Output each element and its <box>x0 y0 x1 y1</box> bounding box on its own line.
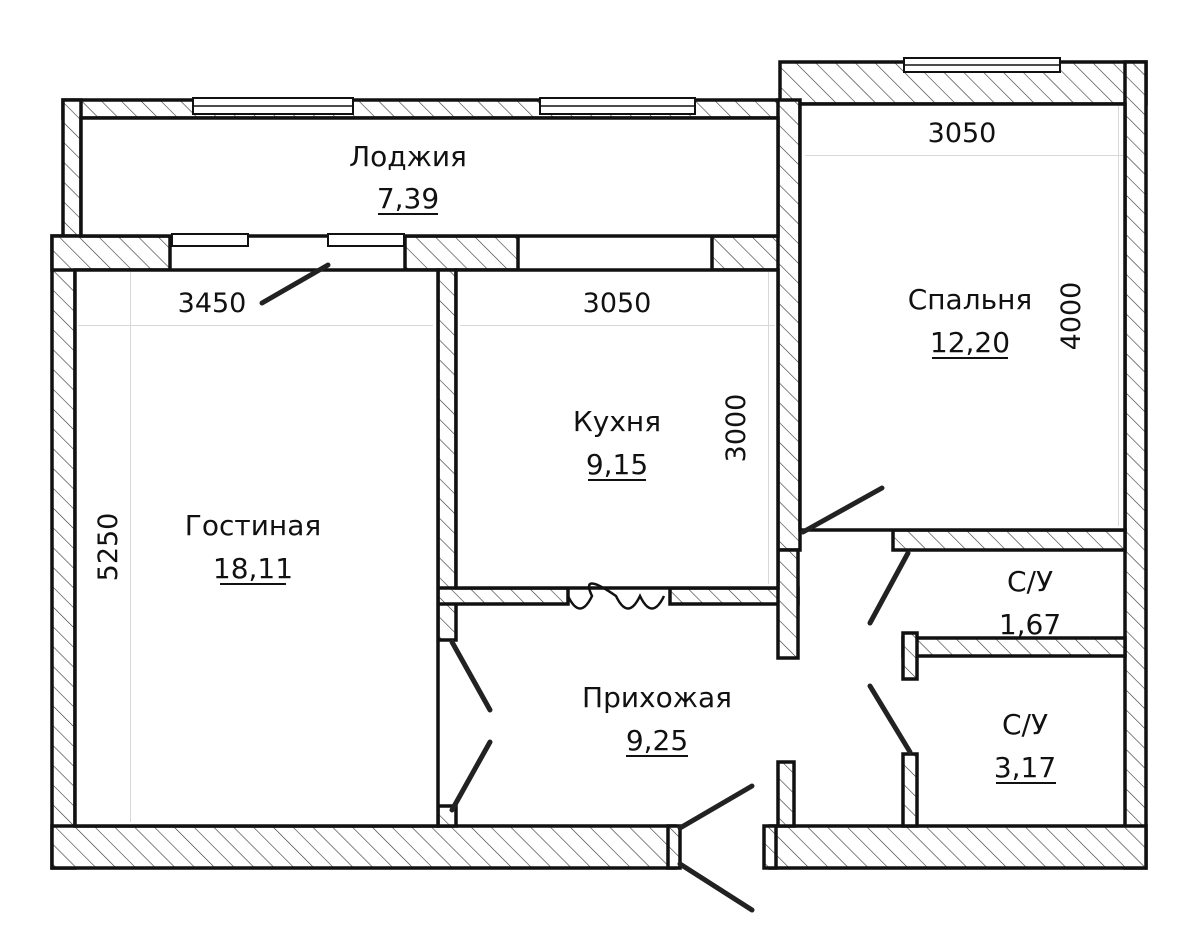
dimension-guides <box>78 106 1123 822</box>
wc1-area: 1,67 <box>999 608 1061 641</box>
hall-name: Прихожая <box>582 681 732 714</box>
dim-bedroom-width: 3050 <box>928 118 997 149</box>
room-labels: Лоджия 7,39 Спальня 12,20 Кухня 9,15 Гос… <box>185 140 1061 784</box>
loggia-area: 7,39 <box>377 182 439 215</box>
dim-bedroom-depth: 4000 <box>1056 282 1087 351</box>
guide-living-top <box>78 325 433 326</box>
window-kitchen <box>327 233 405 247</box>
wc2-name: С/У <box>1002 708 1048 741</box>
bedroom-interior <box>798 102 1127 532</box>
wall-loggia-bottom-left <box>50 234 172 272</box>
living-name: Гостиная <box>185 509 321 542</box>
guide-kitchen-side <box>768 272 769 584</box>
kitchen-interior <box>454 268 780 590</box>
wall-hall-stub <box>776 760 796 828</box>
loggia-name: Лоджия <box>349 140 467 173</box>
dim-kitchen-depth: 3000 <box>721 394 752 463</box>
door-living-upper <box>449 639 493 713</box>
kitchen-name: Кухня <box>573 405 661 438</box>
hall-area: 9,25 <box>626 724 688 757</box>
wall-loggia-bedroom <box>776 98 802 552</box>
living-area: 18,11 <box>213 552 293 585</box>
wall-kitchen-bottom-left <box>436 586 570 606</box>
window-living <box>171 233 249 247</box>
guide-bedroom-top <box>805 155 1123 156</box>
wall-wc-middle-stub <box>901 631 919 681</box>
wall-entry-left <box>666 824 682 870</box>
guide-bedroom-side <box>1118 106 1119 526</box>
door-kitchen-arch <box>566 582 666 610</box>
wc2-area: 3,17 <box>994 751 1056 784</box>
dimension-labels: 3050 4000 3050 3000 3450 5250 <box>93 118 1087 581</box>
door-entry-lower <box>677 861 755 913</box>
wall-left <box>50 234 77 870</box>
wall-living-kitchen <box>436 268 458 642</box>
wall-loggia-bottom-mid <box>403 234 520 272</box>
guide-kitchen-top <box>460 325 775 326</box>
kitchen-area: 9,15 <box>586 448 648 481</box>
guide-living-side <box>130 272 131 822</box>
door-balcony <box>259 262 331 306</box>
room-interiors <box>73 102 1127 828</box>
dim-living-depth: 5250 <box>93 513 124 582</box>
living-interior <box>73 268 440 828</box>
door-wc1 <box>867 550 911 626</box>
wall-loggia-left <box>61 98 83 239</box>
wall-entry-right <box>762 824 778 870</box>
door-living-lower <box>449 739 493 813</box>
wall-wc-left-lower <box>901 752 919 828</box>
bedroom-name: Спальня <box>908 283 1033 316</box>
dim-kitchen-width: 3050 <box>583 288 652 319</box>
wall-bottom-left <box>50 824 677 870</box>
door-entry-upper <box>677 783 755 831</box>
wall-wc-top <box>891 528 1127 552</box>
windows <box>171 57 1061 247</box>
loggia-interior <box>79 116 780 238</box>
wall-kitchen-right <box>776 548 800 660</box>
bedroom-area: 12,20 <box>930 326 1010 359</box>
door-bedroom <box>800 485 885 535</box>
walls <box>50 60 1148 870</box>
wall-bottom-right <box>768 824 1148 870</box>
dim-living-width: 3450 <box>178 288 247 319</box>
wc1-name: С/У <box>1007 565 1053 598</box>
doors <box>259 262 913 913</box>
wall-right <box>1123 60 1148 870</box>
door-wc2 <box>867 683 913 755</box>
